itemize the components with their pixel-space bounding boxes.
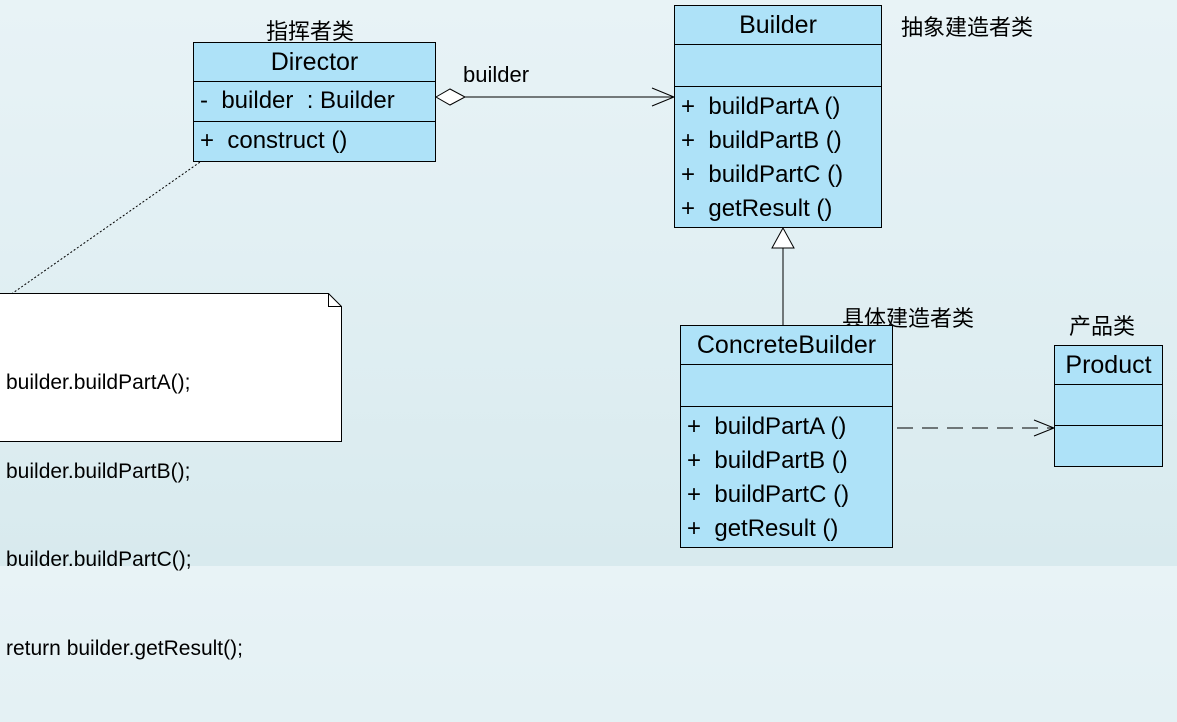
director-class[interactable]: Director - builder : Builder + construct… (193, 42, 436, 162)
note-line-4: return builder.getResult(); (6, 636, 243, 660)
connectors (9, 87, 1056, 437)
product-attributes (1055, 385, 1162, 426)
builder-operations: + buildPartA () + buildPartB () + buildP… (675, 87, 881, 227)
concrete-builder-operation-get-result: + getResult () (687, 515, 839, 542)
concrete-builder-operation-build-part-c: + buildPartC () (687, 481, 850, 508)
builder-operation-build-part-a: + buildPartA () (681, 93, 841, 120)
note-line-1: builder.buildPartA(); (6, 371, 191, 394)
product-operations (1055, 426, 1162, 466)
note-shape (0, 293, 342, 442)
note-text: builder.buildPartA(); builder.buildPartB… (6, 309, 243, 722)
concrete-builder-attributes (681, 365, 892, 407)
concrete-builder-operation-build-part-a: + buildPartA () (687, 413, 847, 440)
note-line-2: builder.buildPartB(); (6, 459, 191, 483)
builder-operation-build-part-c: + buildPartC () (681, 161, 844, 188)
note-anchor-line (9, 152, 214, 296)
construct-note[interactable]: builder.buildPartA(); builder.buildPartB… (0, 293, 342, 660)
builder-attributes (675, 45, 881, 87)
note-line-3: builder.buildPartC(); (6, 548, 192, 571)
concrete-builder-operations: + buildPartA () + buildPartB () + buildP… (681, 407, 892, 547)
association-role-label: builder (463, 62, 530, 87)
concrete-builder-operation-build-part-b: + buildPartB () (687, 447, 848, 474)
builder-class-name: Builder (675, 6, 881, 45)
aggregation-diamond (434, 88, 467, 106)
director-attributes: - builder : Builder (194, 82, 435, 122)
product-class[interactable]: Product (1054, 345, 1163, 467)
director-stereotype: 指挥者类 (266, 20, 355, 45)
product-class-name: Product (1055, 346, 1162, 385)
concrete-builder-class[interactable]: ConcreteBuilder + buildPartA () + buildP… (680, 325, 893, 548)
builder-stereotype: 抽象建造者类 (901, 16, 1034, 41)
director-class-name: Director (194, 43, 435, 82)
concrete-builder-class-name: ConcreteBuilder (681, 326, 892, 365)
generalization-triangle (771, 226, 795, 249)
product-stereotype: 产品类 (1069, 315, 1136, 340)
builder-operation-get-result: + getResult () (681, 195, 833, 222)
builder-class[interactable]: Builder + buildPartA () + buildPartB () … (674, 5, 882, 228)
director-attribute-builder: - builder : Builder (200, 87, 395, 114)
director-operation-construct: + construct () (200, 127, 348, 154)
builder-operation-build-part-b: + buildPartB () (681, 127, 842, 154)
director-operations: + construct () (194, 122, 435, 161)
